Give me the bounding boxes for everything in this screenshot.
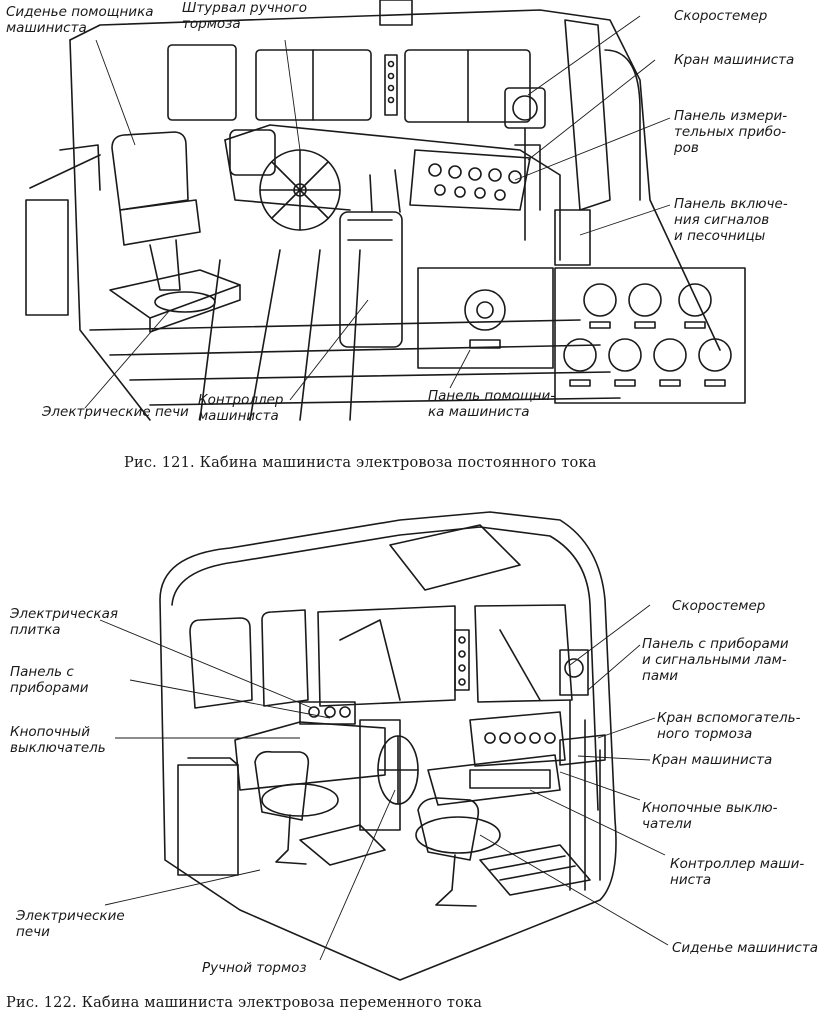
label-hand-brake-wheel: Штурвал ручного тормоза [182,0,307,32]
label-speedometer: Скоростемер [674,8,768,24]
label-aux-brake-valve: Кран вспомогатель- ного тормоза [657,710,801,742]
label-controller-122: Контроллер маши- ниста [670,856,805,888]
label-driver-valve-122: Кран машиниста [652,752,773,768]
label-instrument-panel: Панель с приборами [10,664,89,696]
label-push-switch: Кнопочный выключатель [10,724,106,756]
label-driver-valve: Кран машиниста [674,52,795,68]
label-electric-stoves-121: Электрические печи [42,404,189,420]
label-signal-panel: Панель включе- ния сигналов и песочницы [674,196,788,244]
label-lamp-panel: Панель с приборами и сигнальными лам- па… [642,636,789,684]
label-measuring-panel: Панель измери- тельных прибо- ров [674,108,788,156]
label-assistant-seat: Сиденье помощника машиниста [6,4,154,36]
label-electric-tile: Электрическая плитка [10,606,118,638]
caption-figure-122: Рис. 122. Кабина машиниста электровоза п… [6,995,483,1011]
label-speedometer-122: Скоростемер [672,598,766,614]
label-push-switches: Кнопочные выклю- чатели [642,800,778,832]
label-controller-121: Контроллер машиниста [198,392,284,424]
label-driver-seat: Сиденье машиниста [672,940,818,956]
label-hand-brake: Ручной тормоз [202,960,307,976]
caption-figure-121: Рис. 121. Кабина машиниста электровоза п… [124,455,597,471]
label-electric-stoves-122: Электрические печи [16,908,125,940]
label-assistant-panel: Панель помощни- ка машиниста [428,388,556,420]
